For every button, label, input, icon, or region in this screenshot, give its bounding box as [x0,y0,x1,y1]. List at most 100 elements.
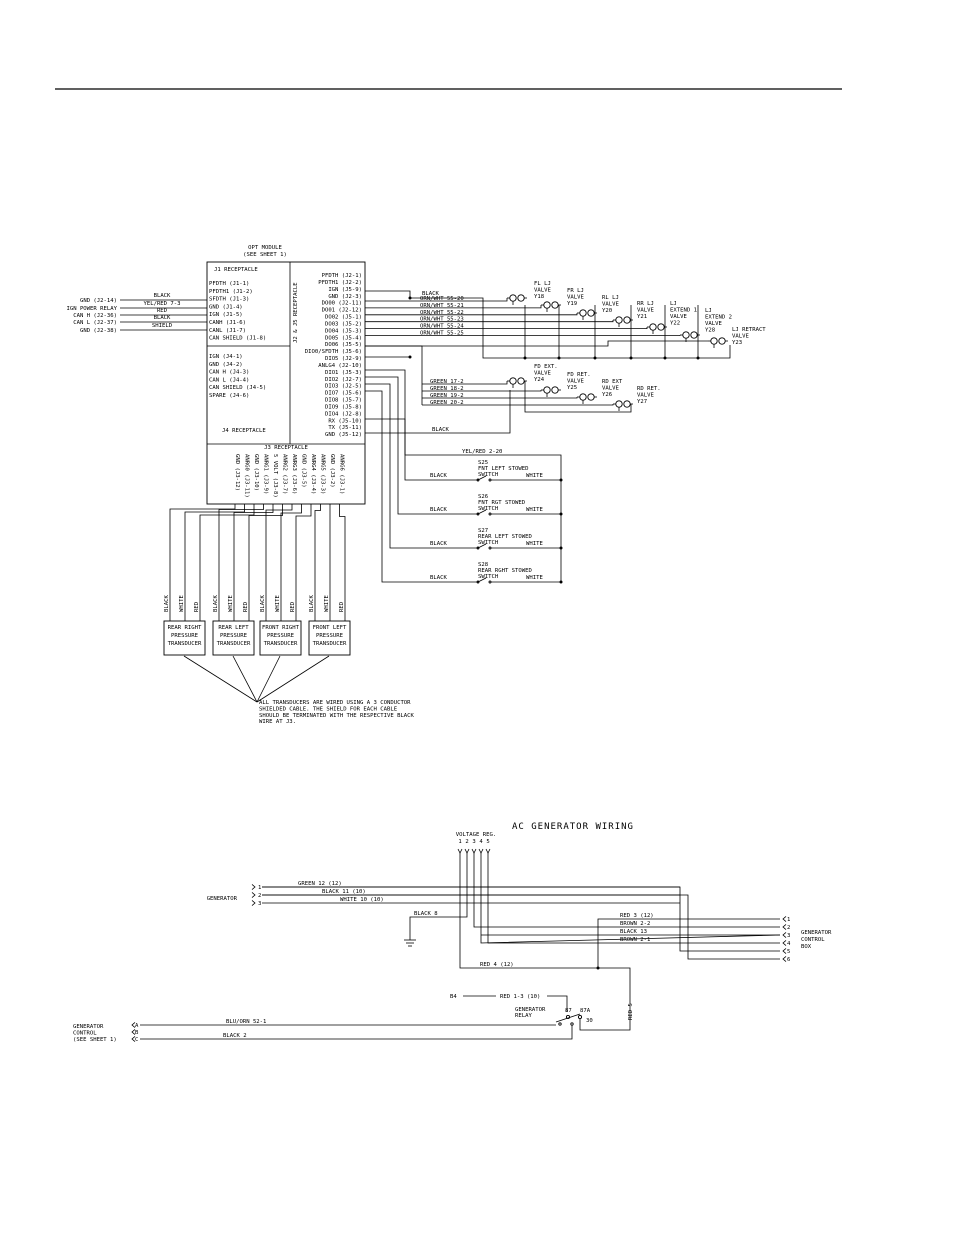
switch-name: REAR RGHT STOWED [478,568,533,574]
gcb-pin-label: 1 [787,917,790,923]
valve-coil-right [623,400,631,408]
j3-pin-label: ANRG6 (J3-1) [339,454,345,494]
gcb-wire-label: BLACK 13 [620,929,647,935]
transducer-wire-label: RED [290,601,296,612]
j25-pin-label: DO00 (J2-11) [322,301,362,307]
green-wire [422,381,508,385]
orn-wire-label: ORN/WHT 55-23 [420,317,464,323]
gcb-pin-label: 3 [787,933,790,939]
j25-pin-label: IGN (J5-9) [328,287,362,293]
valve-coil-left [579,393,587,401]
black8-wire [409,853,468,940]
valve-label: Y26 [602,392,612,398]
red4-wire [459,853,631,1012]
vreg-pin-label: 2 [465,839,468,845]
valve-label: LJ [705,308,712,314]
relay-pin-label: 87A [580,1008,591,1014]
transducer-wire-label: BLACK [260,595,266,612]
relay-label: GENERATOR [515,1007,546,1013]
module-title-sub: (SEE SHEET 1) [243,252,287,258]
valve-label: Y22 [670,321,680,327]
transducer-name: TRANSDUCER [313,641,347,647]
gcb-wire-label: BROWN 2-2 [620,921,650,927]
valve-label: VALVE [670,314,687,320]
switch-type: SWITCH [478,472,498,478]
valve-label: LJ [670,301,677,307]
j25-pin-label: DIO5 (J2-9) [325,356,362,362]
orn-wire [365,313,578,316]
junction-dot [559,478,563,482]
note-leader [256,655,330,703]
j25-pin-label: DO04 (J5-3) [325,328,362,334]
left-input-wire-label: BLACK [154,315,171,321]
opt-module-box [206,261,366,505]
generator-terminal [251,892,256,898]
valve-coil-left [682,331,690,339]
gcb-label: BOX [801,944,812,950]
transducer-wire-label: BLACK [213,595,219,612]
j1-pin-label: SFDTH (J1-3) [209,297,249,303]
j4-pin-label: SPARE (J4-6) [209,393,249,399]
j25-pin-label: DIO4 (J2-8) [325,411,362,417]
transducer-wire-label: WHITE [275,595,281,612]
j3-pin-label: ANRG3 (J3-6) [291,454,297,494]
valve-label: Y20 [602,308,612,314]
j25-pin-label: RX (J5-10) [328,418,362,424]
transducer-note-line: SHOULD BE TERMINATED WITH THE RESPECTIVE… [259,713,415,719]
gcb-pin-label: 5 [787,949,790,955]
transducer-wire-label: RED [194,601,200,612]
generator-pin-label: 3 [258,901,261,907]
j25-pin-label: DO06 (J5-5) [325,342,362,348]
valve-label: EXTEND 1 [670,308,697,314]
junction-dot [523,356,527,360]
gc-wire-label: BLU/ORN 52-1 [226,1019,266,1025]
green-wire-label: GREEN 18-2 [430,386,464,392]
valve-label: Y23 [732,340,742,346]
solenoid-valve-symbol [708,337,728,348]
switch-contact [488,580,492,584]
black8-label: BLACK 8 [414,911,438,917]
note-leader [256,655,281,703]
valve-coil-right [517,294,525,302]
valve-label: VALVE [732,334,749,340]
retract-wire [365,340,708,347]
solenoid-valve-symbol [541,386,561,397]
j4-pin-label: GND (J4-2) [209,362,243,368]
orn-wire-label: ORN/WHT 55-22 [420,310,464,316]
valve-coil-left [649,323,657,331]
ac-title: AC GENERATOR WIRING [512,822,634,832]
vreg-pin-arrow [478,848,484,854]
transducer-box [308,620,351,656]
green-return [524,381,632,413]
vreg-pin-arrow [485,848,491,854]
generator-wire-label: BLACK 11 (10) [322,889,366,895]
valve-label: RR LJ [637,301,654,307]
j3-pin-label: GND (J3-12) [234,454,240,491]
transducer-wire [295,504,312,621]
switch-right-wire-label: WHITE [526,541,543,547]
transducer-box [163,620,206,656]
note-leader [183,655,258,703]
solenoid-valve-symbol [507,377,527,388]
valve-label: Y18 [534,294,545,300]
left-input-wire-label: YEL/RED 7-3 [143,301,180,307]
valve-label: VALVE [534,371,551,377]
b4-label: B4 [450,994,457,1000]
green-wire-label: GREEN 17-2 [430,379,464,385]
junction-dot [596,966,600,970]
gcb-label: CONTROL [801,937,825,943]
switch-input-wire [365,376,478,515]
switch-left-wire-label: BLACK [430,541,447,547]
transducer-name: PRESSURE [220,633,248,639]
switch-blade [477,543,487,549]
j3-pin-label: ANRG0 (J3-11) [244,454,250,498]
left-input-label: CAN L (J2-37) [73,320,117,326]
junction-dot [696,356,700,360]
gcb-pin-label: 6 [787,957,790,963]
left-input-label: CAN H (J2-36) [73,313,117,319]
j4-pin-label: IGN (J4-1) [209,354,243,360]
transducer-wire-label: WHITE [228,595,234,612]
